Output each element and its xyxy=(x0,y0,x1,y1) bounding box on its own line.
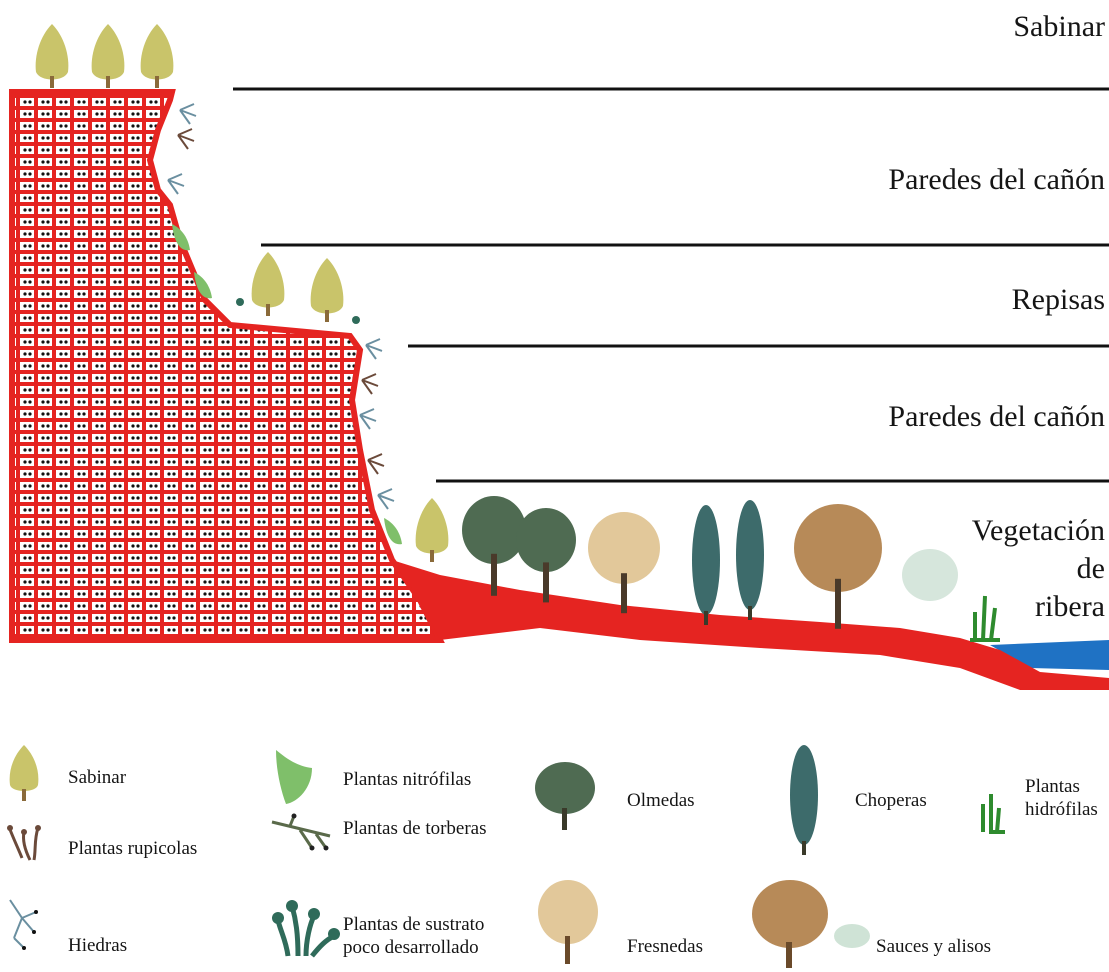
legend-label-olmedas: Olmedas xyxy=(627,790,695,812)
legend-label-nitrofilas: Plantas nitrófilas xyxy=(343,769,471,791)
sabina-tree-icon xyxy=(10,745,39,801)
ash-tree-icon xyxy=(538,880,598,964)
legend-label-hidrofilas-line1: Plantas xyxy=(1025,776,1080,798)
legend-label-fresnedas: Fresnedas xyxy=(627,936,703,958)
ivy-plant-icon xyxy=(10,900,38,950)
legend-label-choperas: Choperas xyxy=(855,790,927,812)
poplar-tree-icon xyxy=(790,745,818,855)
legend-label-sabinar: Sabinar xyxy=(68,767,126,789)
poor-substrate-plant-icon xyxy=(272,900,340,956)
peat-bog-plant-icon xyxy=(272,814,330,851)
willow-alder-tree-icon xyxy=(752,880,870,968)
legend-label-sustrato-line2: poco desarrollado xyxy=(343,937,479,959)
legend-label-rupicolas: Plantas rupicolas xyxy=(68,838,197,860)
legend-label-hiedras: Hiedras xyxy=(68,935,127,957)
legend-label-sauces: Sauces y alisos xyxy=(876,936,991,958)
rupicolous-plant-icon xyxy=(7,825,41,860)
hydrophilous-plant-icon xyxy=(983,794,1005,832)
legend-label-hidrofilas-line2: hidrófilas xyxy=(1025,799,1098,821)
elm-tree-icon xyxy=(535,762,595,830)
legend-label-torberas: Plantas de torberas xyxy=(343,818,487,840)
legend-label-sustrato-line1: Plantas de sustrato xyxy=(343,914,484,936)
nitrophilous-plant-icon xyxy=(276,750,312,804)
